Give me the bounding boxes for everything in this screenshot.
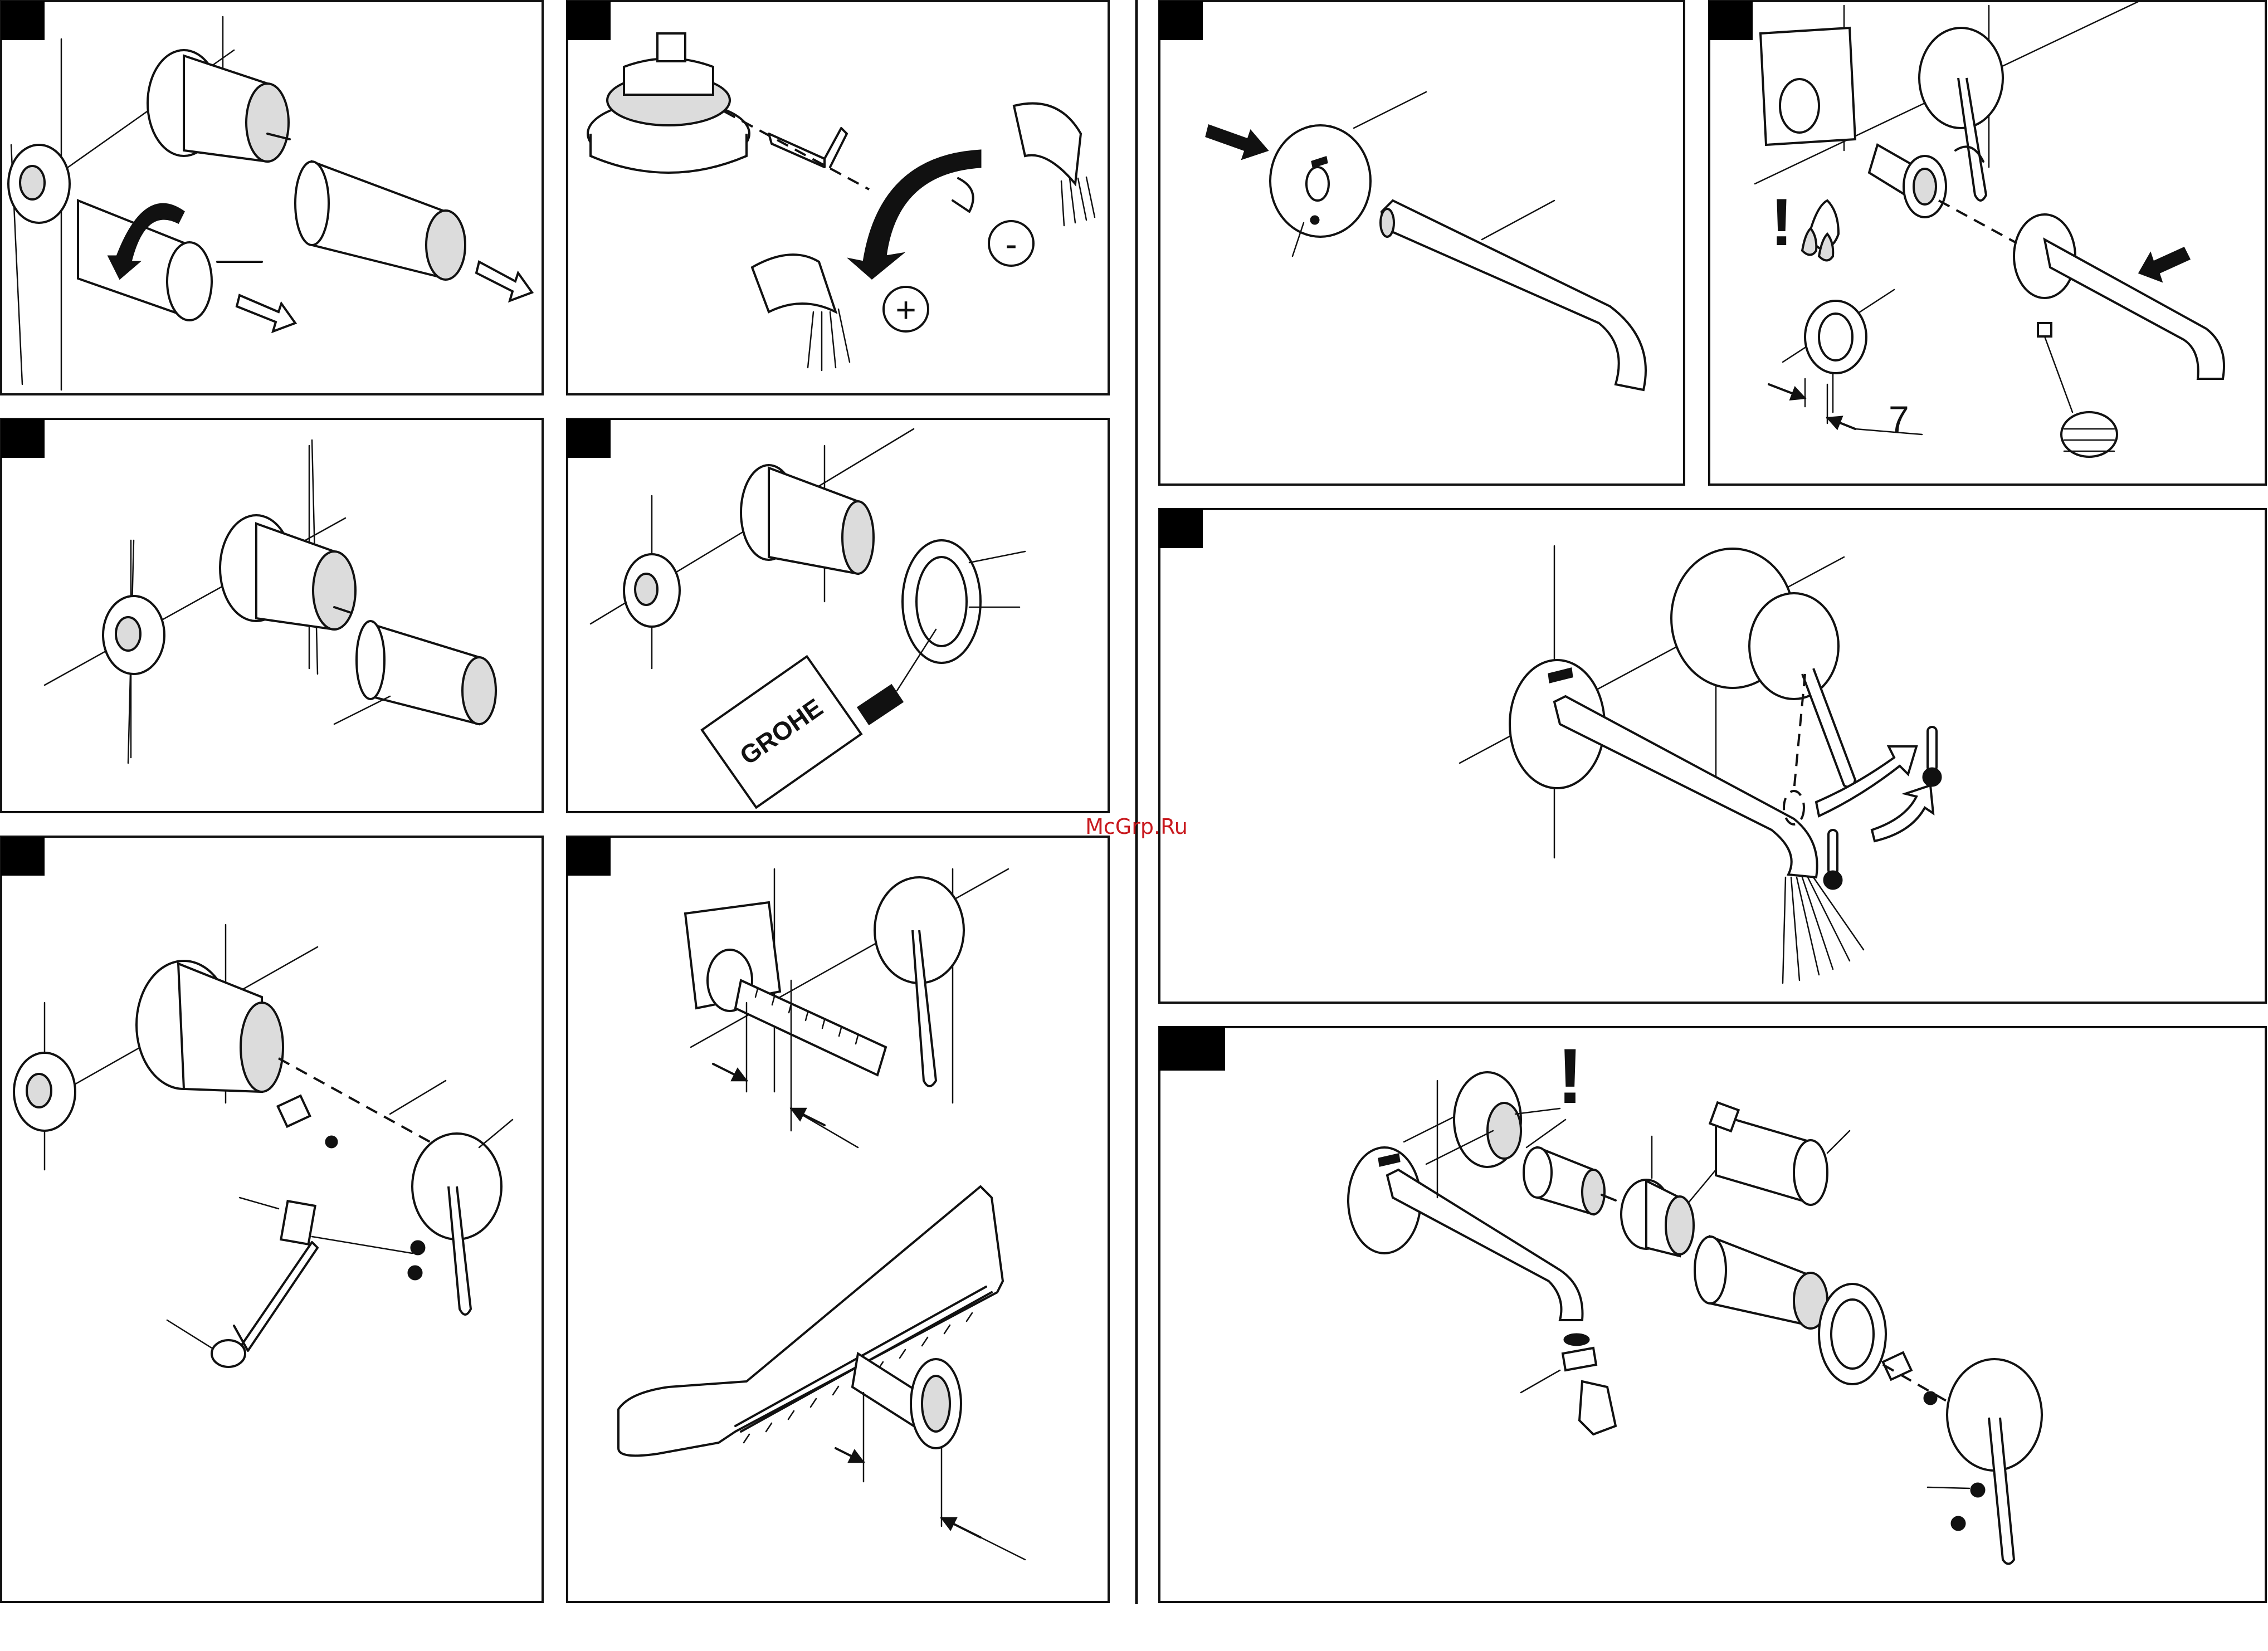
step-tab: [1, 419, 45, 458]
watermark: McGrp.Ru: [1085, 814, 1188, 839]
step-tab: [567, 1, 611, 40]
panel-spout-install: ! 7: [1709, 1, 2266, 485]
step-tab: [567, 837, 611, 876]
panel-handle-mount: [1, 837, 543, 1602]
step-tab: [1, 837, 45, 876]
panel-sleeve-seal: GROHE: [567, 419, 1109, 812]
panel-spout-rosette: [1159, 1, 1684, 485]
step-tab: [567, 419, 611, 458]
panel-measure-and-cut: [567, 837, 1109, 1602]
minus-symbol: -: [1005, 224, 1017, 264]
dimension-label: 7: [1889, 398, 1909, 439]
panel-exploded-view: !: [1159, 1027, 2266, 1602]
panel-temperature-limit: - +: [567, 1, 1109, 394]
warning-icon: !: [1557, 1032, 1583, 1120]
step-tab: [1, 1, 45, 40]
plus-symbol: +: [895, 290, 916, 330]
panel-operation: [1159, 509, 2266, 1003]
step-tab: [1709, 1, 1753, 40]
warning-icon: !: [1770, 185, 1793, 260]
step-tab: [1159, 1027, 1225, 1071]
step-tab: [1159, 1, 1203, 40]
step-tab: [1159, 509, 1203, 548]
panel-cartridge-removal: [1, 1, 543, 394]
panel-cartridge-reinstall: [1, 419, 543, 812]
